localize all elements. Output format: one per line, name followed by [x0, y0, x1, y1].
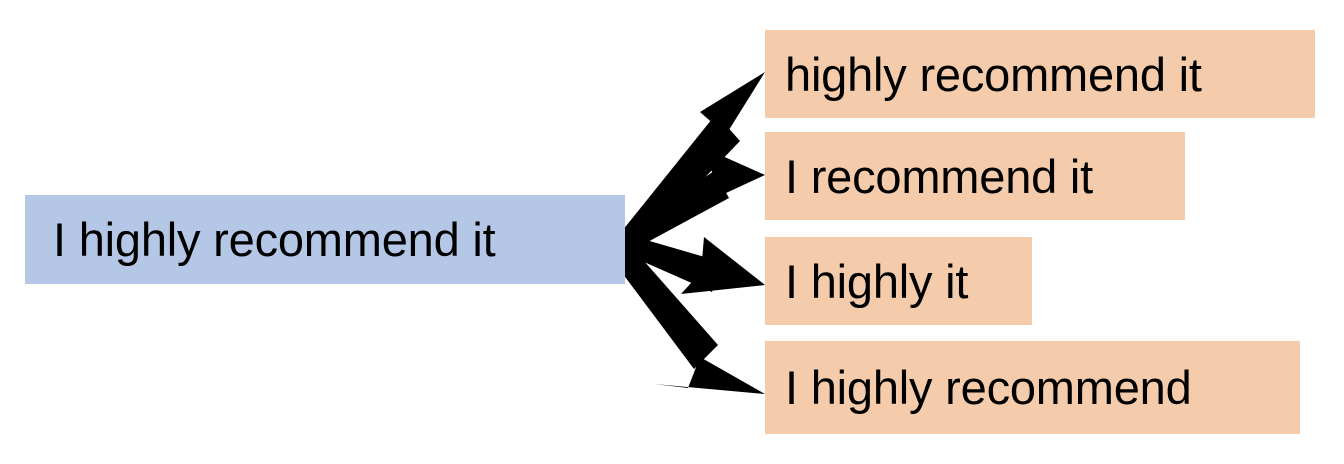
arrow-head-3: [654, 357, 765, 394]
edge-source-to-target-1: [622, 146, 765, 250]
source-sentence-label: I highly recommend it: [53, 213, 496, 266]
edge-source-to-target-0: [622, 72, 765, 247]
arrow-shaft-1: [622, 171, 729, 250]
arrow-shaft-2: [619, 233, 722, 292]
edge-source-to-target-3: [608, 236, 765, 394]
arrow-head-2: [681, 237, 765, 294]
variant-label-3: I highly it: [785, 254, 969, 308]
variant-box-2[interactable]: I recommend it: [765, 132, 1185, 220]
variant-box-3[interactable]: I highly it: [765, 237, 1032, 325]
variant-box-1[interactable]: highly recommend it: [765, 30, 1315, 118]
variant-label-4: I highly recommend: [785, 361, 1192, 414]
source-sentence-box[interactable]: I highly recommend it: [25, 195, 625, 284]
edge-source-to-target-2: [619, 233, 765, 294]
arrow-head-0: [700, 72, 765, 162]
arrow-shaft-0: [622, 114, 740, 247]
variant-label-1: highly recommend it: [785, 47, 1202, 101]
variant-box-4[interactable]: I highly recommend: [765, 341, 1300, 434]
arrow-head-1: [698, 146, 765, 206]
variant-label-2: I recommend it: [785, 149, 1094, 203]
